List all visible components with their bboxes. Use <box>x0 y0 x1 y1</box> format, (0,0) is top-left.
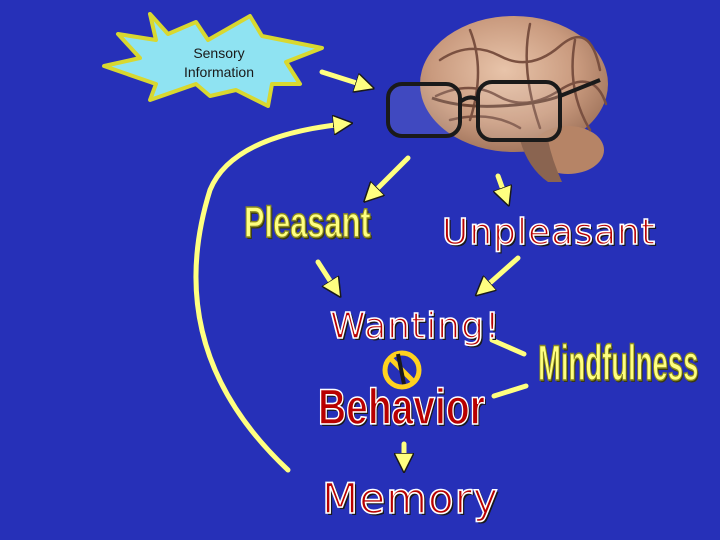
no-symbol-icon <box>382 350 422 390</box>
brain-with-glasses-icon <box>386 16 608 182</box>
arrow-brain-to-unpleasant <box>498 173 506 198</box>
behavior-label: Behavior <box>317 378 485 436</box>
arrow-sensory-to-brain <box>319 69 366 86</box>
arrow-brain-to-pleasant <box>370 155 411 196</box>
arrow-memory-loop <box>193 124 344 473</box>
memory-label: Memory <box>321 473 499 524</box>
connector-mindfulness-behavior <box>491 383 529 399</box>
sensory-information-label: Sensory Information <box>160 44 278 82</box>
connector-mindfulness-wanting <box>489 337 527 357</box>
wanting-label: Wanting! <box>329 305 501 348</box>
sensory-line1: Sensory <box>193 45 245 61</box>
mindfulness-label: Mindfulness <box>538 334 699 392</box>
arrow-unpleasant-to-wanting <box>482 255 521 290</box>
unpleasant-label: Unpleasant <box>441 211 656 254</box>
sensory-burst <box>102 12 324 108</box>
arrow-pleasant-to-wanting <box>315 259 336 290</box>
pleasant-label: Pleasant <box>243 197 371 248</box>
sensory-line2: Information <box>183 64 255 80</box>
